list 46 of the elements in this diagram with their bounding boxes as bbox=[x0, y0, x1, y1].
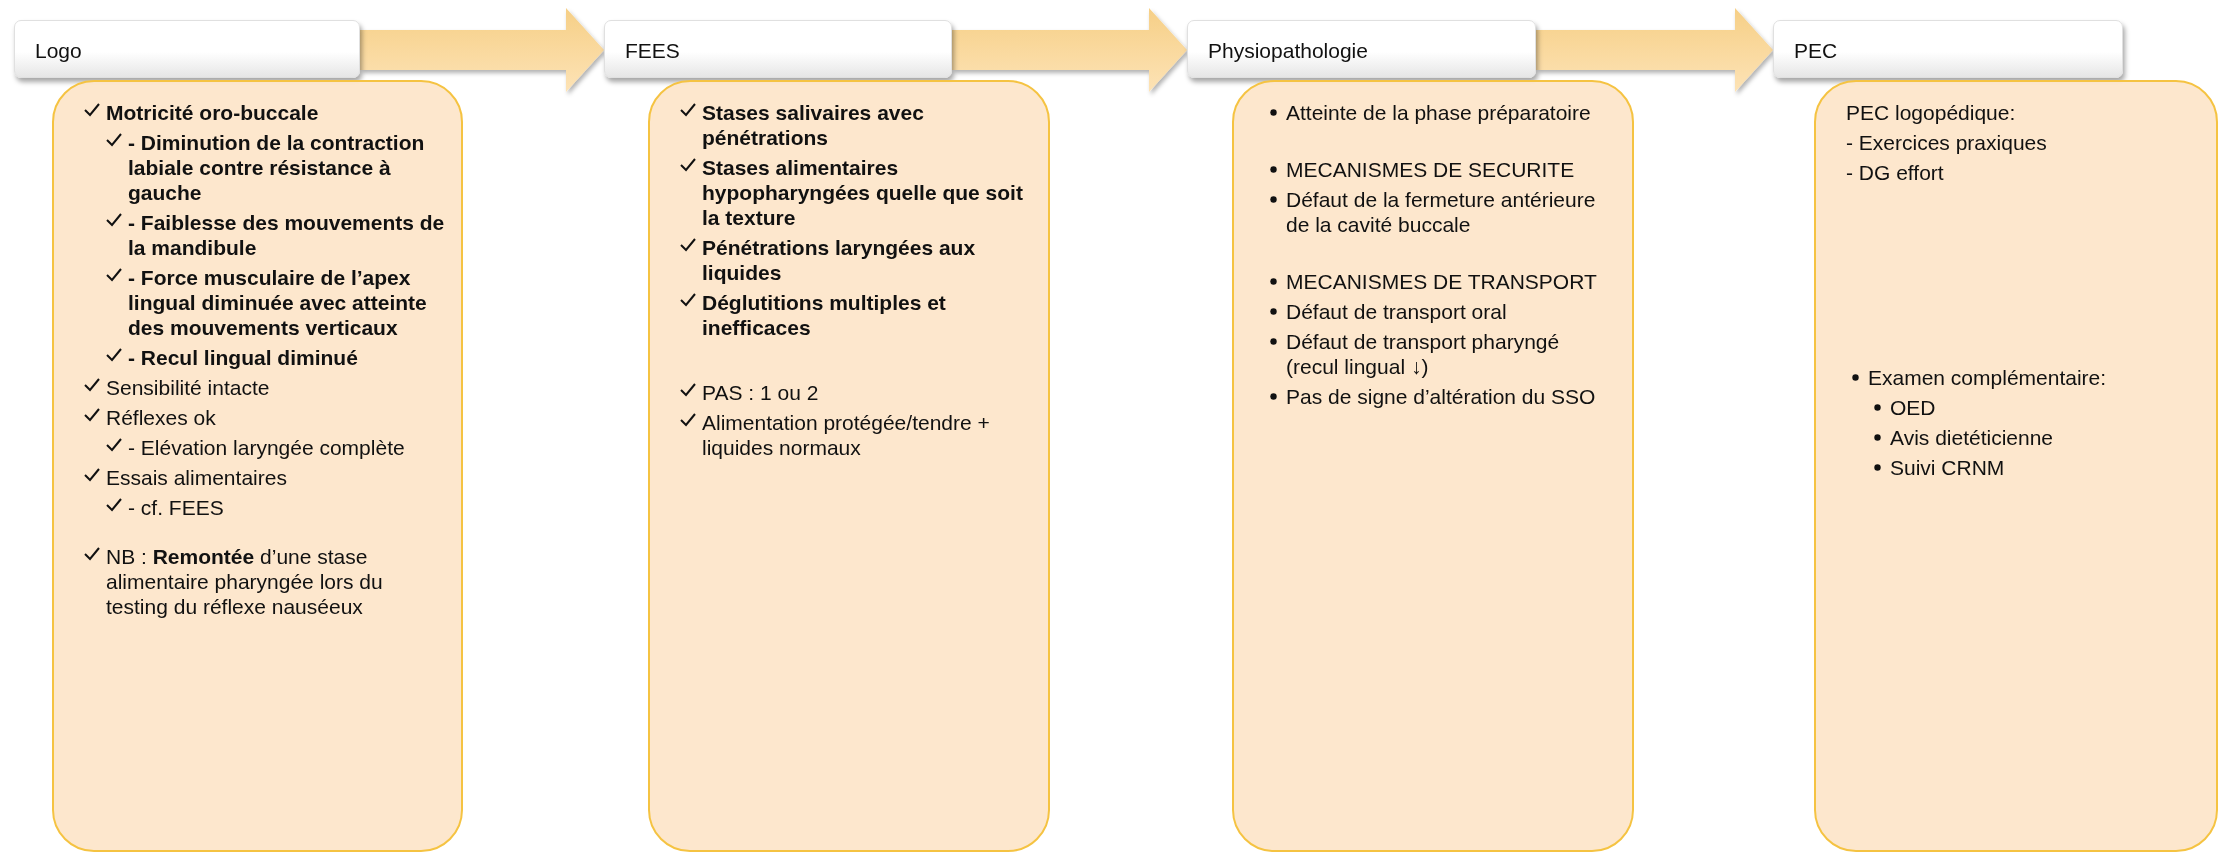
header-title: Logo bbox=[35, 39, 82, 63]
list-item: Essais alimentaires bbox=[106, 465, 288, 490]
list-item: - DG effort bbox=[1846, 160, 1945, 185]
content-card bbox=[1814, 80, 2218, 852]
list-item: Défaut de transport pharyngé (recul lingual ↓) bbox=[1286, 329, 1561, 379]
content-card bbox=[648, 80, 1050, 852]
list-item: PAS : 1 ou 2 bbox=[702, 380, 820, 405]
list-item: Déglutitions multiples et inefficaces bbox=[702, 290, 947, 340]
header-title: PEC bbox=[1794, 39, 1838, 63]
list-item: - Exercices praxiques bbox=[1846, 130, 2048, 155]
block-arrow bbox=[360, 8, 604, 92]
block-arrow bbox=[1536, 8, 1773, 92]
header-box bbox=[1187, 20, 1536, 78]
list-item: Sensibilité intacte bbox=[106, 375, 271, 400]
list-item: Défaut de la fermeture antérieure de la cavité buccale bbox=[1286, 187, 1597, 237]
list-item: NB : Remontée d’une stase alimentaire pharyngée lors du testing du réflexe nauséeux bbox=[106, 544, 384, 619]
list-item: MECANISMES DE SECURITE bbox=[1286, 157, 1576, 182]
list-item: PEC logopédique: bbox=[1846, 100, 2017, 125]
header-box bbox=[14, 20, 360, 78]
list-item: Stases salivaires avec pénétrations bbox=[702, 100, 925, 150]
list-item: Avis dietéticienne bbox=[1890, 425, 2055, 450]
list-item: Stases alimentaires hypopharyngées quelle que soit la texture bbox=[702, 155, 1024, 230]
header-title: FEES bbox=[625, 39, 680, 63]
list-item: Examen complémentaire: bbox=[1868, 365, 2108, 390]
list-item: - Faiblesse des mouvements de la mandibule bbox=[128, 210, 445, 260]
list-item: Suivi CRNM bbox=[1890, 455, 2006, 480]
list-item: - Elévation laryngée complète bbox=[128, 435, 406, 460]
content-card bbox=[1232, 80, 1634, 852]
list-item: Alimentation protégée/tendre + liquides normaux bbox=[702, 410, 991, 460]
block-arrow bbox=[952, 8, 1187, 92]
list-item: Motricité oro-buccale bbox=[106, 100, 320, 125]
list-item: Pas de signe d’altération du SSO bbox=[1286, 384, 1597, 409]
header-box bbox=[1773, 20, 2123, 78]
list-item: OED bbox=[1890, 395, 1937, 420]
header-title: Physiopathologie bbox=[1208, 39, 1368, 63]
list-item: - Force musculaire de l’apex lingual diminuée avec atteinte des mouvements verticaux bbox=[128, 265, 428, 340]
list-item: - Recul lingual diminué bbox=[128, 345, 359, 370]
list-item: Réflexes ok bbox=[106, 405, 217, 430]
header-box bbox=[604, 20, 952, 78]
list-item: - cf. FEES bbox=[128, 495, 225, 520]
list-item: MECANISMES DE TRANSPORT bbox=[1286, 269, 1598, 294]
list-item: Atteinte de la phase préparatoire bbox=[1286, 100, 1592, 125]
content-card bbox=[52, 80, 463, 852]
list-item: - Diminution de la contraction labiale contre résistance à gauche bbox=[128, 130, 426, 205]
list-item: Pénétrations laryngées aux liquides bbox=[702, 235, 977, 285]
list-item: Défaut de transport oral bbox=[1286, 299, 1508, 324]
